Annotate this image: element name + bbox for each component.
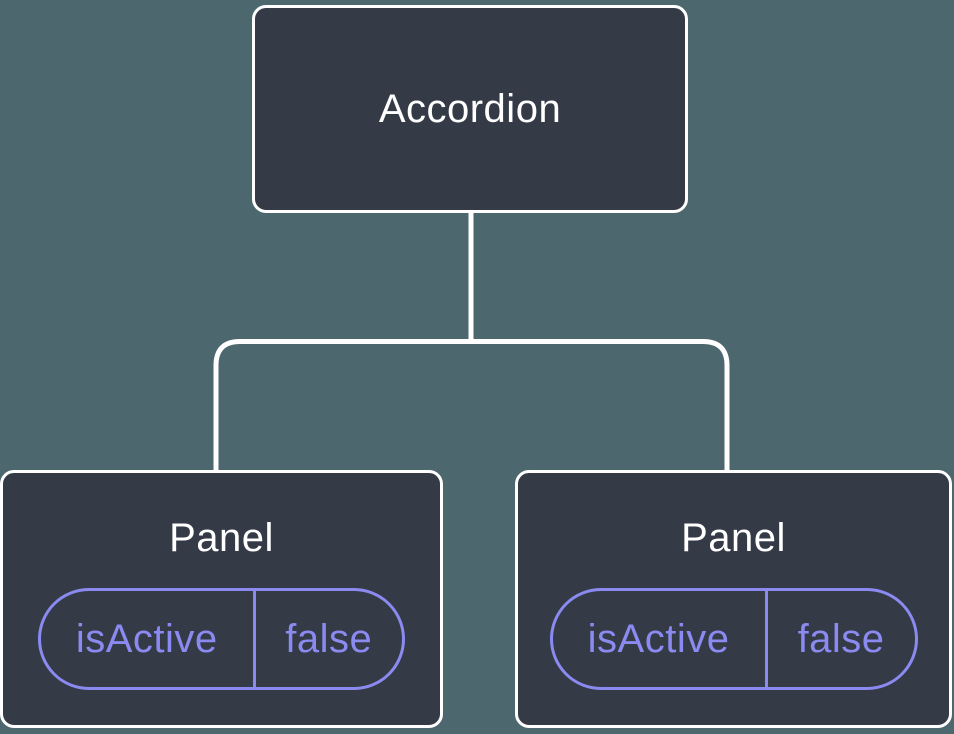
state-key: isActive [553,591,768,687]
component-node-panel-1: Panel isActive false [0,470,443,728]
node-label: Panel [169,516,274,560]
state-key: isActive [41,591,256,687]
component-node-panel-2: Panel isActive false [515,470,952,728]
component-node-accordion: Accordion [252,5,688,213]
state-pill: isActive false [38,588,405,690]
state-value: false [797,616,885,661]
node-label: Panel [681,516,786,560]
state-pill: isActive false [549,588,918,690]
state-value: false [285,616,373,661]
node-label: Accordion [378,87,562,131]
connector-bracket [213,339,730,471]
